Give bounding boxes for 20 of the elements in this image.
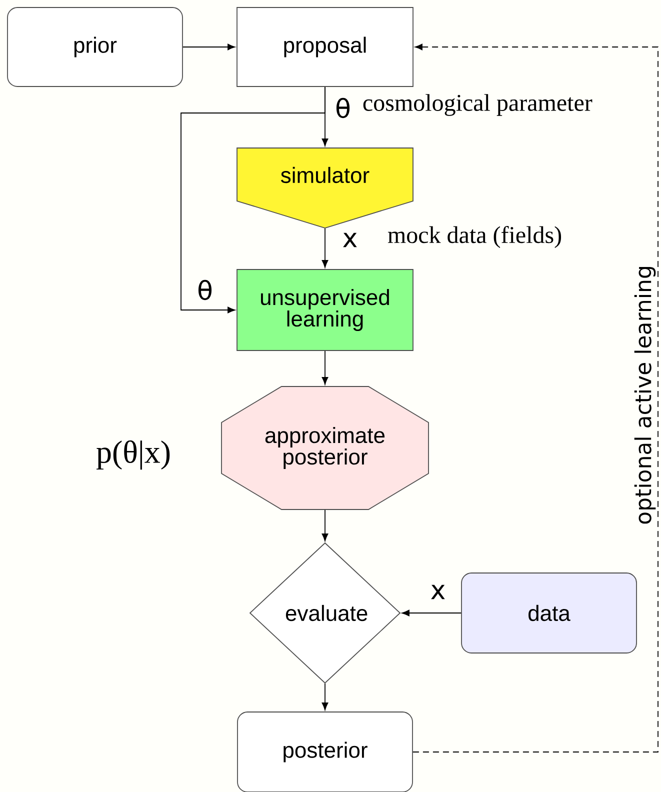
data-box: data <box>461 572 637 654</box>
process-box: proposal <box>236 7 414 87</box>
octagon-box: approximate posterior <box>221 386 429 510</box>
annotation-text: cosmological parameter <box>363 94 592 116</box>
input-box: prior <box>7 7 183 87</box>
arrow <box>182 44 236 50</box>
edge-label: optional active learning <box>633 264 657 526</box>
arrow <box>180 86 326 314</box>
arrow <box>412 44 658 752</box>
output-box: posterior <box>237 712 413 792</box>
edge-label: θ <box>196 278 214 302</box>
arrow <box>322 350 328 385</box>
edge-label: θ <box>334 96 352 120</box>
arrow <box>322 228 328 268</box>
process-box: unsupervised learning <box>236 269 414 351</box>
annotation-text: mock data (fields) <box>388 226 562 248</box>
arrow <box>402 610 462 616</box>
arrow <box>322 510 328 542</box>
arrow <box>322 683 328 710</box>
formula-label: p(θ|x) <box>96 440 170 470</box>
